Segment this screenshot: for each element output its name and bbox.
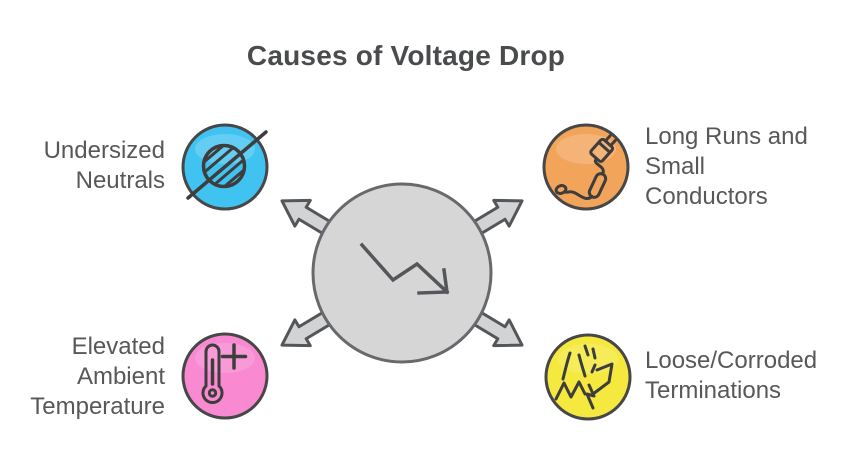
plug-cable-icon xyxy=(542,123,630,211)
label-line: Small xyxy=(645,153,706,180)
label-line: Loose/Corroded xyxy=(645,347,818,374)
spark-crack-icon xyxy=(544,333,632,421)
label-long-runs-small-conductors: Long Runs and Small Conductors xyxy=(645,122,808,212)
voltage-drop-center-graphic xyxy=(280,182,524,364)
label-elevated-ambient-temperature: Elevated Ambient Temperature xyxy=(30,332,165,422)
thermometer-plus-doodle xyxy=(201,343,248,405)
label-line: Elevated xyxy=(71,333,165,360)
label-line: Terminations xyxy=(645,377,782,404)
page-title: Causes of Voltage Drop xyxy=(246,40,566,71)
slashed-circle-icon xyxy=(181,123,269,211)
label-line: Neutrals xyxy=(75,167,165,194)
label-line: Undersized xyxy=(43,137,165,164)
label-line: Ambient xyxy=(76,363,165,390)
label-line: Conductors xyxy=(645,183,768,210)
voltage-drop-zigzag-arrow-icon xyxy=(359,242,450,295)
thermometer-plus-icon xyxy=(181,332,269,420)
slashed-circle-doodle xyxy=(186,130,268,200)
label-line: Temperature xyxy=(30,393,165,420)
label-line: Long Runs and xyxy=(645,123,808,150)
label-undersized-neutrals: Undersized Neutrals xyxy=(44,136,165,196)
plug-cable-doodle xyxy=(554,134,617,201)
spark-crack-doodle xyxy=(554,344,614,410)
badge-circle xyxy=(544,333,632,421)
label-loose-corroded-terminations: Loose/Corroded Terminations xyxy=(645,346,817,406)
